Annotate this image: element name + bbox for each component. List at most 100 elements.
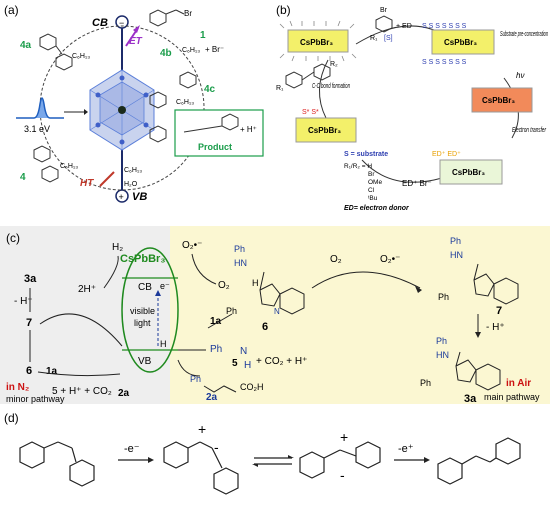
product-molecule xyxy=(183,113,239,133)
label-4c: 4c xyxy=(204,84,216,95)
visible-light-2: light xyxy=(134,318,151,328)
radical-ph: Ph xyxy=(210,344,222,355)
int6-ph2: Ph xyxy=(226,306,237,316)
step1-label: -e⁻ xyxy=(124,443,140,455)
cis-stilbene xyxy=(19,441,95,487)
amine-4a xyxy=(39,33,73,71)
cb-terminal xyxy=(115,15,129,29)
int6-ring xyxy=(259,271,305,315)
cycle-arrow-bottom xyxy=(361,159,443,183)
prod3a-hn: HN xyxy=(436,350,449,360)
main-pathway-label: main pathway xyxy=(484,392,540,402)
ed-plus-br: ED⁺ Br⁻ xyxy=(402,179,432,188)
reactant-s: [S] xyxy=(384,35,393,42)
nanocrystal-initial xyxy=(279,20,357,62)
legend-r-1: Br xyxy=(368,171,375,178)
product-r2: R₂ xyxy=(330,61,338,68)
vb-label: VB xyxy=(132,191,147,203)
vb-label-c: VB xyxy=(138,356,152,367)
panel-a: (a) − + CB VB ET HT 3.1 eV 1 4a 4c 4b 4 … xyxy=(0,0,270,218)
int6-h: H xyxy=(252,278,259,288)
left-5eq: 5 + H⁺ + CO₂ xyxy=(52,386,112,397)
step-cc-bond: C-C bond formation xyxy=(312,83,350,90)
trans-stilbene xyxy=(437,437,521,485)
nc-coupling-s-red: S* S* xyxy=(302,109,319,116)
prod3a-label: 3a xyxy=(464,393,477,404)
cycle-arrow-left xyxy=(319,59,329,119)
prod3a-ring xyxy=(455,351,501,391)
glycine-co2h: CO₂H xyxy=(240,382,264,392)
panel-a-figure: (a) − + CB VB ET HT 3.1 eV 1 4a 4c 4b 4 … xyxy=(4,3,264,203)
radical-a-minus: - xyxy=(214,439,219,455)
br-minus: + Br⁻ xyxy=(205,45,224,54)
electron-label: e⁻ xyxy=(160,281,170,291)
right-minus-h: - H⁺ xyxy=(486,322,505,333)
in-air-label: in Air xyxy=(506,378,531,389)
oxidation-arrow xyxy=(311,271,421,289)
panel-d: (d) -e⁻ + - + - -e⁺ xyxy=(0,408,550,507)
photon-energy: 3.1 eV xyxy=(24,124,50,134)
prod3a-ph: Ph xyxy=(436,336,447,346)
hv-label: hν xyxy=(516,71,524,80)
reactant-br: Br xyxy=(380,7,388,14)
right-region-bg xyxy=(170,226,550,404)
plus-co2: + CO₂ + H⁺ xyxy=(256,356,307,367)
panel-d-figure: (d) -e⁻ + - + - -e⁺ xyxy=(4,411,521,495)
water: H₂O xyxy=(124,181,138,188)
label-4: 4 xyxy=(20,172,26,183)
nanocrystal-preconc xyxy=(431,29,495,55)
vb-terminal xyxy=(115,189,129,203)
prod3a-ph2: Ph xyxy=(420,378,431,388)
nanocrystal-coupling xyxy=(295,117,357,143)
int6-n: N xyxy=(274,307,280,316)
int7-ring xyxy=(473,263,519,305)
label-4a: 4a xyxy=(20,40,32,51)
step-electron-transfer: Electron transfer xyxy=(512,127,546,134)
catalyst-ellipse xyxy=(121,247,179,373)
ht-arrow xyxy=(99,171,115,187)
left-7: 7 xyxy=(26,317,32,329)
minor-pathway-label: minor pathway xyxy=(6,394,65,404)
product-label: Product xyxy=(198,142,232,152)
product-h-plus: + H⁺ xyxy=(240,125,257,134)
product-r1: R₁ xyxy=(276,85,284,92)
left-6: 6 xyxy=(26,365,32,377)
nc-preconc-label: CsPbBr₃ xyxy=(444,38,477,47)
int6-hn: HN xyxy=(234,258,247,268)
c6h13-lower: C₆H₁₃ xyxy=(124,167,142,174)
intermediate-lower xyxy=(149,125,167,143)
left-region-bg xyxy=(0,226,170,404)
nc-excited-label: CsPbBr₃ xyxy=(482,96,515,105)
int7-hn: HN xyxy=(450,250,463,260)
panel-d-label: (d) xyxy=(4,411,19,425)
c6h13-4c: C₆H₁₃ xyxy=(176,99,194,106)
nc-preconc-s: S S S S S S S xyxy=(422,23,467,30)
panel-b: (b) CsPbBr₃ Br R₁ [S] + ED CsPbBr₃ S S S… xyxy=(272,0,550,218)
int6-ph: Ph xyxy=(234,244,245,254)
plus-ed: + ED xyxy=(396,23,412,30)
radical-b-minus: - xyxy=(340,467,345,483)
molecule-1-br: Br xyxy=(184,9,192,18)
left-1a: 1a xyxy=(46,366,58,377)
right-o2-rad: O₂•⁻ xyxy=(380,254,400,265)
legend-r-4: ᵗBu xyxy=(368,195,378,202)
hole-label: H xyxy=(160,339,167,349)
nc-initial-label: CsPbBr₃ xyxy=(300,38,333,47)
radical-5: 5 xyxy=(232,358,238,369)
intermediate-4c xyxy=(149,71,197,109)
left-5-arrow xyxy=(37,371,121,377)
int7-label: 7 xyxy=(496,305,502,317)
left-minus-h: - H⁺ xyxy=(14,296,33,307)
panel-b-figure: (b) CsPbBr₃ Br R₁ [S] + ED CsPbBr₃ S S S… xyxy=(276,3,548,212)
et-label: ET xyxy=(129,36,143,47)
int7-ph2: Ph xyxy=(438,292,449,302)
ht-label: HT xyxy=(80,178,94,189)
glycine-ph: Ph xyxy=(190,374,201,384)
coupled-product xyxy=(285,63,331,89)
photon-spectrum xyxy=(16,97,64,119)
two-h-label: 2H⁺ xyxy=(78,284,96,295)
perovskite-crystal xyxy=(89,69,155,151)
label-1: 1 xyxy=(200,30,206,41)
in-n2-label: in N₂ xyxy=(6,382,29,393)
nc-oxidized-ed: ED⁺ ED⁺ xyxy=(432,151,461,158)
